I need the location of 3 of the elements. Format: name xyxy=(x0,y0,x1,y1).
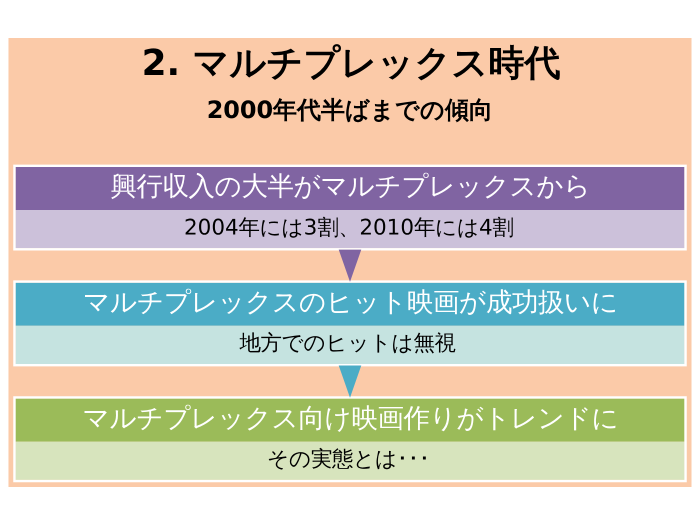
diagram-title: 2. マルチプレックス時代 xyxy=(142,43,561,84)
label: 2000年代半ばまでの傾向 xyxy=(206,96,494,124)
node-box: マルチプレックス向け映画作りがトレンドに その実態とは･･･ xyxy=(13,396,687,482)
